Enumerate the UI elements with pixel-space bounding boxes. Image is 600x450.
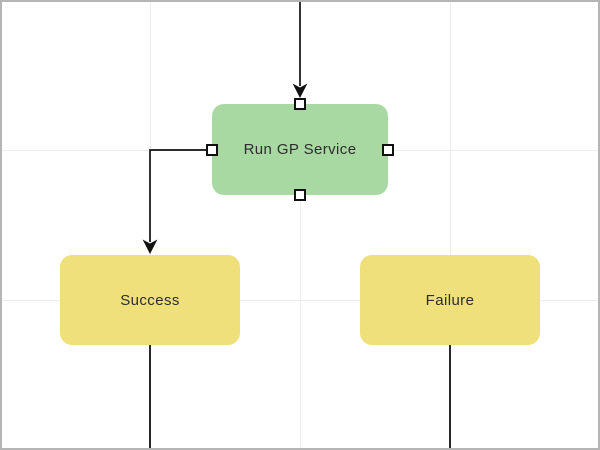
node-run-gp-service[interactable]: Run GP Service [206,98,394,201]
grid-line-vertical [450,2,451,448]
selection-handle-bottom[interactable] [294,189,306,201]
arrowhead-down-icon [142,239,158,254]
selection-handle-right[interactable] [382,143,394,156]
arrowhead-down-icon [292,83,308,98]
edge-run-gp-service-to-success[interactable] [142,149,206,254]
grid-line-horizontal [2,300,598,301]
node-label: Success [120,291,180,309]
node-label: Failure [425,291,475,309]
edge-top-to-run-gp-service[interactable] [292,2,308,98]
node-label: Run GP Service [243,141,357,158]
node-failure[interactable]: Failure [360,255,540,345]
selection-handle-top[interactable] [294,98,306,110]
node-success[interactable]: Success [60,255,240,345]
selection-handle-left[interactable] [206,143,218,156]
edge-line [149,149,206,242]
grid-line-vertical [300,2,301,448]
